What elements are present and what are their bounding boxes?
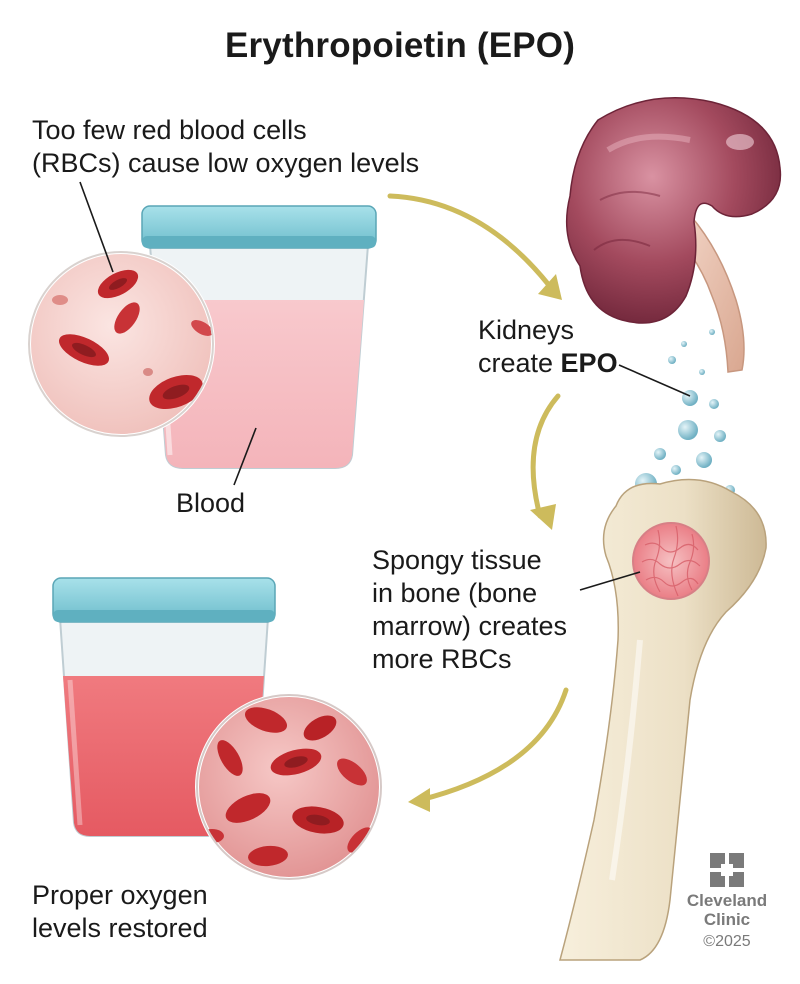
restored-label: Proper oxygen levels restored bbox=[32, 879, 262, 945]
low-rbc-label-line2: (RBCs) cause low oxygen levels bbox=[32, 148, 420, 178]
arrow-bone-to-blood bbox=[417, 687, 569, 803]
kidneys-label-prefix: create bbox=[478, 348, 561, 378]
low-rbc-pointer bbox=[79, 181, 114, 273]
kidneys-label-line2: create EPO bbox=[478, 347, 678, 380]
arrow-blood-to-kidney bbox=[387, 193, 551, 287]
arrowhead-2 bbox=[530, 504, 556, 530]
process-arrows bbox=[387, 193, 569, 803]
low-rbc-label-line1: Too few red blood cells bbox=[32, 115, 307, 145]
bone-marrow-label-line3: marrow) creates bbox=[372, 611, 568, 641]
rich-rbc-magnified-circle bbox=[195, 693, 383, 881]
cleveland-clinic-logo-icon bbox=[710, 853, 744, 887]
kidneys-label-line1: Kidneys bbox=[478, 315, 575, 345]
blood-pointer bbox=[233, 427, 257, 486]
epo-bold-text: EPO bbox=[560, 348, 618, 378]
logo-name-line1: Cleveland bbox=[686, 891, 768, 910]
marrow-pointer bbox=[579, 571, 641, 591]
bone bbox=[559, 478, 767, 961]
bone-marrow-label-line1: Spongy tissue bbox=[372, 545, 542, 575]
low-rbc-magnified-circle bbox=[27, 250, 215, 438]
bone-marrow-label-line4: more RBCs bbox=[372, 644, 512, 674]
cleveland-clinic-logo: Cleveland Clinic ©2025 bbox=[672, 853, 782, 953]
epo-pointer bbox=[618, 364, 691, 397]
arrowhead-1 bbox=[538, 274, 562, 300]
copyright-text: ©2025 bbox=[703, 933, 751, 950]
blood-label: Blood bbox=[176, 488, 246, 518]
arrow-kidney-to-bone bbox=[530, 393, 561, 519]
restored-label-line2: levels restored bbox=[32, 913, 208, 943]
bone-marrow-label-line2: in bone (bone bbox=[372, 578, 538, 608]
logo-name-line2: Clinic bbox=[703, 910, 751, 929]
bone-marrow-label: Spongy tissue in bone (bone marrow) crea… bbox=[372, 544, 632, 676]
page-title: Erythropoietin (EPO) bbox=[224, 26, 576, 65]
kidneys-label: Kidneys create EPO bbox=[478, 314, 678, 380]
restored-label-line1: Proper oxygen bbox=[32, 880, 208, 910]
arrowhead-3 bbox=[408, 788, 430, 812]
kidney bbox=[565, 97, 782, 373]
low-rbc-label: Too few red blood cells (RBCs) cause low… bbox=[32, 114, 502, 180]
